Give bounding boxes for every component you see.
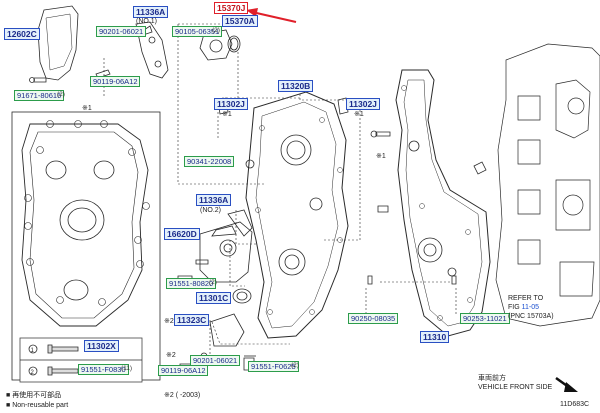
legend-row-jp: ■ 再使用不可部品 bbox=[6, 391, 61, 400]
chain-damper-15370 bbox=[199, 29, 233, 61]
bolt-callout-90105-06351[interactable]: 90105-06351 bbox=[172, 26, 223, 37]
part-callout-highlighted[interactable]: 15370J bbox=[214, 2, 249, 14]
bolt-callout-91551-f0830[interactable]: 91551-F0830 bbox=[78, 364, 129, 375]
refer-to-text: REFER TO bbox=[508, 295, 544, 302]
star2-label-b: ※2 bbox=[166, 352, 176, 359]
highlight-arrow bbox=[246, 8, 297, 23]
chain-tensioner-16620d bbox=[199, 221, 253, 283]
bolt-callout-90201-06021-bottom[interactable]: 90201-06021 bbox=[190, 355, 241, 366]
bolt-callout-90119-06a12-top[interactable]: 90119-06A12 bbox=[90, 76, 141, 87]
bolt-callout-90119-06a12-bottom[interactable]: 90119-06A12 bbox=[158, 365, 209, 376]
part-callout-15370a[interactable]: 15370A bbox=[222, 15, 258, 27]
bolt-callout-90341-22008[interactable]: 90341-22008 bbox=[184, 156, 235, 167]
diagram-code: 11D683C bbox=[560, 401, 590, 408]
o-ring-15370a bbox=[227, 35, 241, 53]
svg-text:1: 1 bbox=[31, 348, 35, 354]
engine-block-outline bbox=[495, 43, 600, 327]
part-callout-11302x[interactable]: 11302X bbox=[84, 340, 119, 352]
star2-label-a: ※2 bbox=[164, 318, 174, 325]
star1-label-c: ※1 bbox=[82, 105, 92, 112]
vehicle-front-label-en: VEHICLE FRONT SIDE bbox=[478, 384, 553, 391]
qty-90105-06351: (2) bbox=[212, 27, 220, 34]
vehicle-front-arrow bbox=[555, 376, 578, 392]
part-callout-11320b[interactable]: 11320B bbox=[278, 80, 314, 92]
svg-text:2: 2 bbox=[31, 370, 35, 376]
part-callout-11310[interactable]: 11310 bbox=[420, 331, 450, 343]
qty-91551-f0625: (2) bbox=[291, 362, 299, 369]
vehicle-front-label-jp: 車両前方 bbox=[478, 375, 506, 382]
legend-en-text: Non-reusable part bbox=[12, 402, 69, 409]
bolt-callout-90253-11021[interactable]: 90253-11021 bbox=[460, 313, 510, 324]
timing-chain-cover-11320b bbox=[245, 91, 349, 339]
fig-reference[interactable]: FIG 11-05 bbox=[508, 303, 539, 312]
star1-label-a: ※1 bbox=[222, 111, 232, 118]
timing-cover-gasket bbox=[21, 123, 149, 327]
sub-label-no1: (NO.1) bbox=[136, 18, 157, 25]
qty-91551-f0830: (11) bbox=[121, 365, 133, 372]
part-callout-11323c[interactable]: 11323C bbox=[174, 314, 210, 326]
chain-guide-11336a bbox=[135, 21, 169, 79]
cover-plate-12602c bbox=[37, 5, 79, 81]
part-callout-11336a-mid[interactable]: 11336A bbox=[196, 194, 232, 206]
legend-footnote: ※2 ( -2003) bbox=[164, 392, 201, 399]
bolt-callout-91551-80820[interactable]: 91551-80820 bbox=[166, 278, 217, 289]
part-callout-11302j-right[interactable]: 11302J bbox=[346, 98, 380, 110]
qty-91671-80616: (2) bbox=[57, 91, 65, 98]
part-callout-11301c[interactable]: 11301C bbox=[196, 292, 232, 304]
legend-jp-text: 再使用不可部品 bbox=[12, 392, 62, 399]
pnc-reference: (PNC 15703A) bbox=[508, 313, 554, 320]
part-callout-16620d[interactable]: 16620D bbox=[164, 228, 200, 240]
star1-label-b: ※1 bbox=[354, 111, 364, 118]
fig-number-link[interactable]: 11-05 bbox=[521, 304, 540, 311]
bolt-callout-90201-06021-top[interactable]: 90201-06021 bbox=[96, 26, 147, 37]
oil-seal-11301c bbox=[232, 288, 252, 304]
part-callout-11336a-top[interactable]: 11336A bbox=[133, 6, 169, 18]
bolt-callout-91551-f0625[interactable]: 91551-F0625 bbox=[248, 361, 299, 372]
legend-square-icon: ■ bbox=[6, 402, 13, 409]
legend-row-en: ■ Non-reusable part bbox=[6, 401, 68, 410]
bolt-callout-91671-80616[interactable]: 91671-80616 bbox=[14, 90, 65, 101]
legend-square-icon: ■ bbox=[6, 392, 13, 399]
part-callout-11302j-left[interactable]: 11302J bbox=[214, 98, 248, 110]
part-callout-12602c[interactable]: 12602C bbox=[4, 28, 40, 40]
gasket-bolt-markers bbox=[24, 120, 150, 306]
sub-label-no2: (NO.2) bbox=[200, 207, 221, 214]
fig-prefix: FIG bbox=[508, 304, 522, 311]
bracket-11323c bbox=[209, 313, 245, 347]
qty-91551-80820: (2) bbox=[209, 279, 217, 286]
star1-label-d: ※1 bbox=[376, 153, 386, 160]
bolt-callout-90250-08035[interactable]: 90250-08035 bbox=[348, 313, 399, 324]
gasket-detail-frame bbox=[11, 111, 161, 381]
